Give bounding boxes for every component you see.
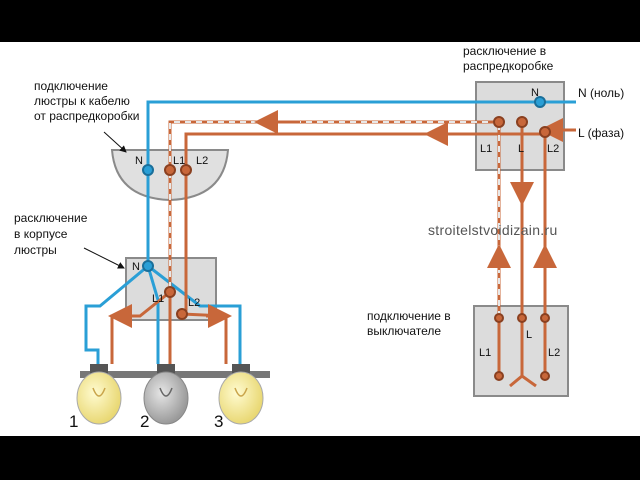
jbox-terminal-l1: L1 bbox=[480, 143, 492, 155]
top-black-bar bbox=[0, 0, 640, 42]
switch-terminal-l: L bbox=[526, 329, 532, 341]
watermark: stroitelstvoidizain.ru bbox=[428, 222, 558, 238]
housing-terminal-l2: L2 bbox=[188, 297, 200, 309]
jbox-terminal-l: L bbox=[518, 143, 524, 155]
canopy-terminal-l2: L2 bbox=[196, 155, 208, 167]
chandelier-split-pointer bbox=[83, 247, 125, 269]
switch-conn-label-1: подключение в bbox=[367, 309, 451, 323]
canopy-terminal-l1: L1 bbox=[173, 155, 185, 167]
jbox-terminal-n: N bbox=[531, 87, 539, 99]
housing-terminal-n: N bbox=[132, 261, 140, 273]
switch-terminal-l1: L1 bbox=[479, 347, 491, 359]
jbox-split-label-1: расключение в bbox=[463, 44, 546, 58]
chandelier-conn-label-3: от распредкоробки bbox=[34, 109, 139, 123]
chandelier-conn-label-2: люстры к кабелю bbox=[34, 94, 130, 108]
lamp-2 bbox=[143, 364, 189, 425]
terminal-dots bbox=[142, 96, 551, 381]
lamp-number-2: 2 bbox=[140, 412, 149, 431]
chandelier-conn-pointer bbox=[103, 131, 127, 153]
chandelier-split-label-2: в корпусе bbox=[14, 227, 68, 241]
lamp-3 bbox=[218, 364, 264, 425]
lamp-number-1: 1 bbox=[69, 412, 78, 431]
phase-wires bbox=[110, 118, 576, 388]
jbox-split-label-2: распредкоробке bbox=[463, 59, 554, 73]
phase-label: L (фаза) bbox=[578, 126, 624, 140]
switch-terminal-l2: L2 bbox=[548, 347, 560, 359]
housing-terminal-l1: L1 bbox=[152, 293, 164, 305]
canopy-terminal-n: N bbox=[135, 155, 143, 167]
chandelier-split-label-1: расключение bbox=[14, 211, 88, 225]
jbox-terminal-l2: L2 bbox=[547, 143, 559, 155]
neutral-label: N (ноль) bbox=[578, 86, 624, 100]
bottom-black-bar bbox=[0, 436, 640, 480]
switch-conn-label-2: выключателе bbox=[367, 324, 441, 338]
lamp-number-3: 3 bbox=[214, 412, 223, 431]
cable-dashes bbox=[169, 121, 500, 318]
chandelier-conn-label-1: подключение bbox=[34, 79, 108, 93]
lamp-1 bbox=[76, 364, 122, 425]
chandelier-split-label-3: люстры bbox=[14, 243, 57, 257]
